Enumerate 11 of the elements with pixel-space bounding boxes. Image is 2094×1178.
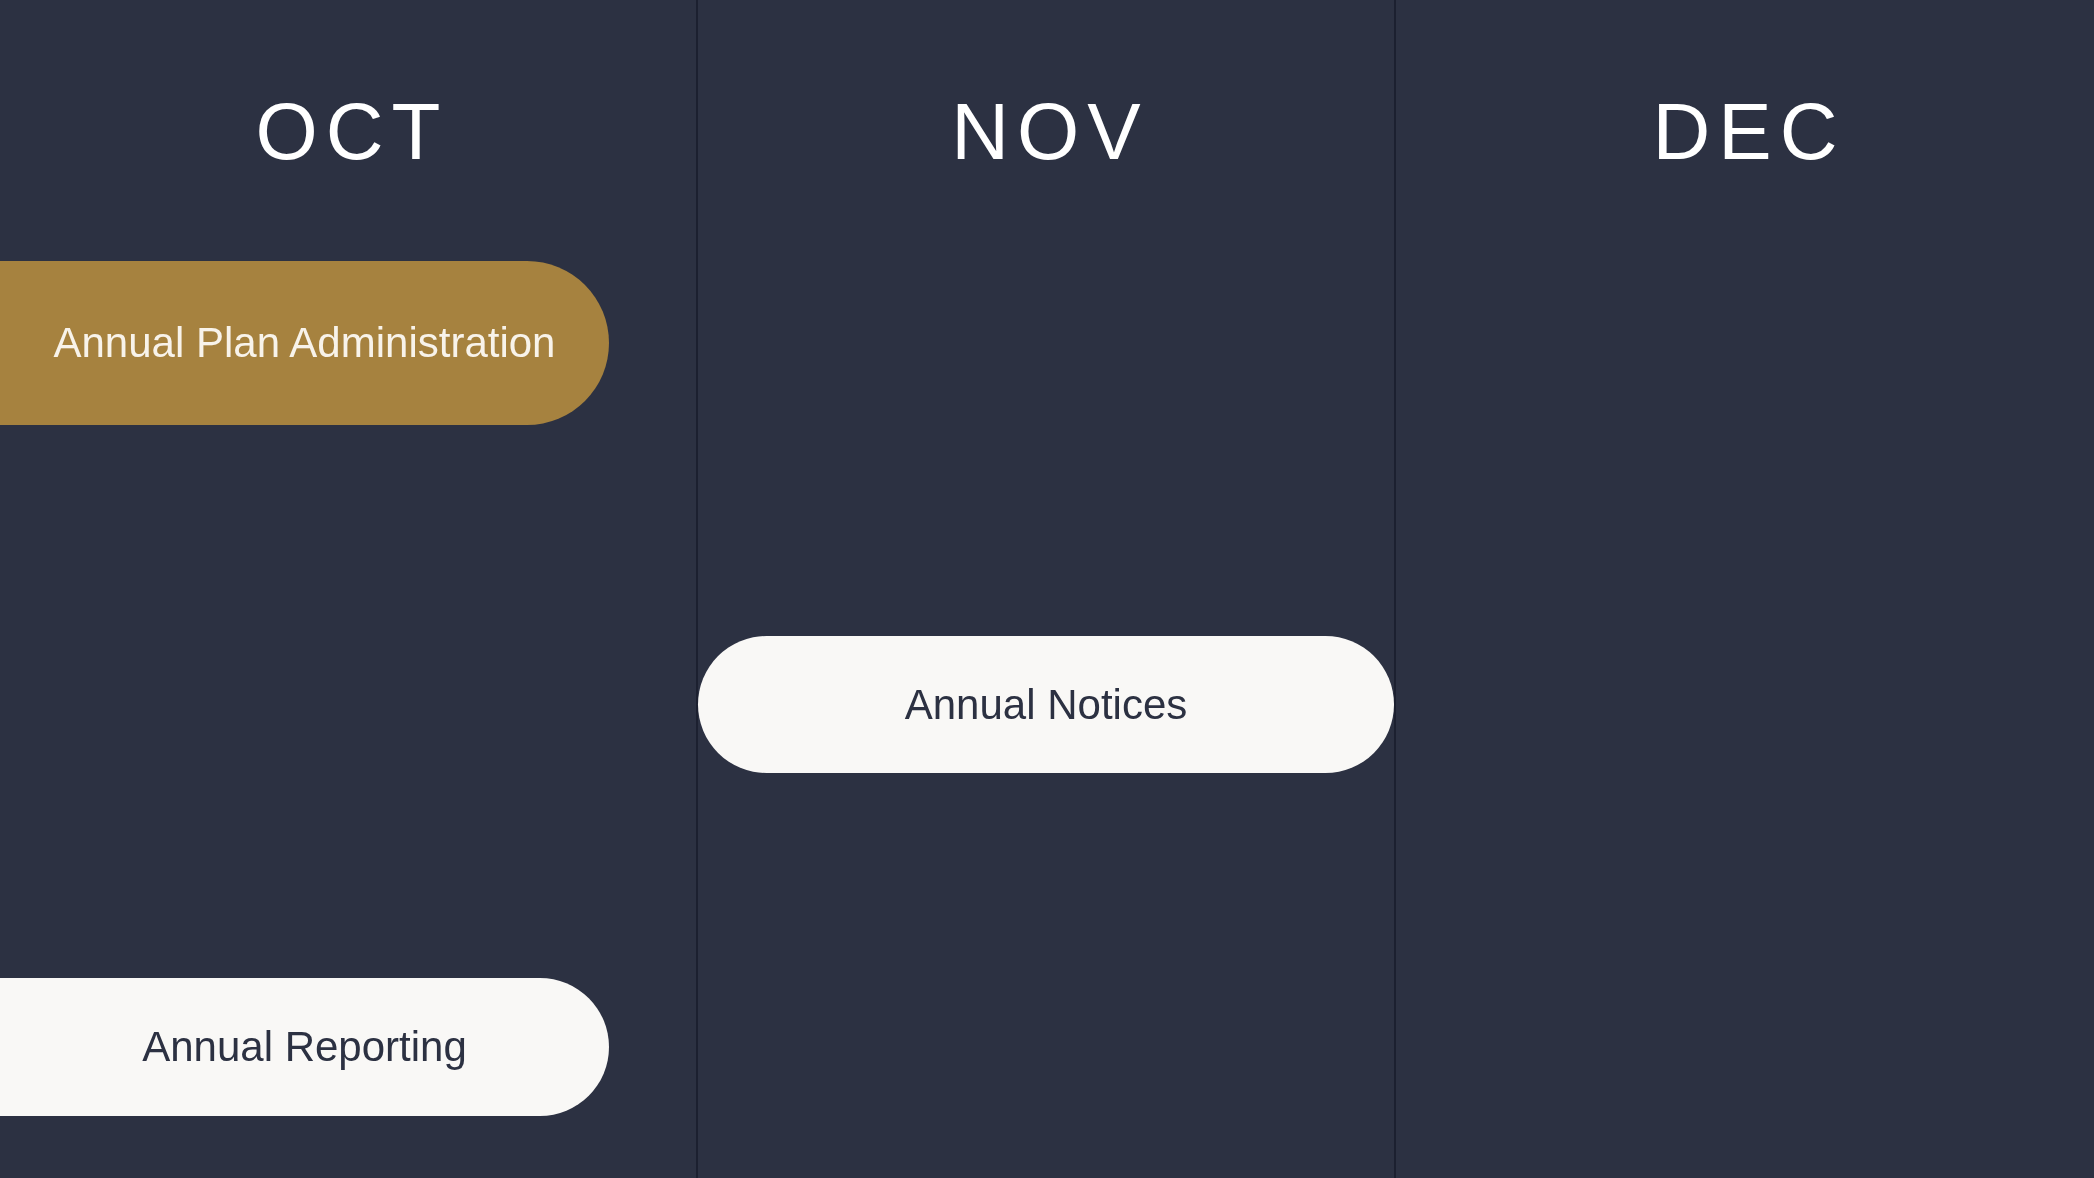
month-heading: OCT (254, 92, 449, 172)
month-heading: DEC (1651, 92, 1846, 172)
task-pill (0, 978, 609, 1116)
month-column (0, 0, 698, 1178)
task-label: Annual Plan Administration (53, 322, 556, 364)
task-pill (0, 261, 609, 425)
task-label: Annual Reporting (142, 1026, 467, 1068)
month-heading: NOV (950, 92, 1149, 172)
month-column (698, 0, 1396, 1178)
task-pill (698, 636, 1394, 773)
task-label: Annual Notices (904, 683, 1188, 726)
